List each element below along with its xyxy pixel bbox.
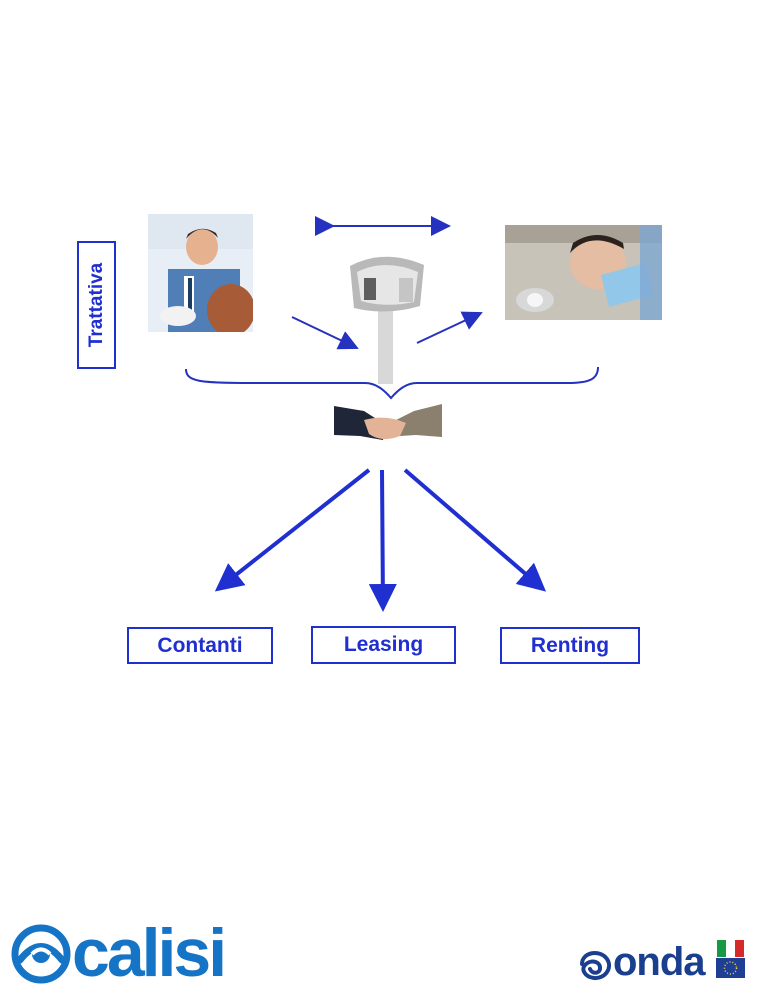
trattativa-label-box: Trattativa (77, 241, 116, 369)
calisi-logo-icon (11, 924, 71, 984)
onda-logo-text: onda (613, 940, 706, 984)
option-contanti-label: Contanti (157, 633, 243, 657)
option-renting: Renting (500, 627, 640, 664)
calisi-logo-text: calisi (72, 915, 227, 991)
eu-flag-icon (716, 958, 745, 978)
arrow-device-to-dentist (416, 311, 483, 344)
dentist-photo (505, 225, 662, 320)
arrow-to-renting (403, 468, 547, 592)
xray-device-photo (334, 248, 439, 384)
option-leasing: Leasing (311, 626, 456, 664)
arrow-salesman-to-device (291, 316, 359, 350)
italy-flag-icon (717, 940, 744, 957)
option-renting-label: Renting (530, 633, 610, 657)
onda-swirl-icon (580, 951, 612, 981)
option-leasing-label: Leasing (343, 633, 424, 656)
arrow-to-leasing (368, 469, 397, 612)
brace-connector (185, 366, 599, 400)
salesman-photo (148, 214, 253, 332)
option-contanti: Contanti (127, 627, 273, 664)
handshake-photo (334, 398, 442, 448)
arrow-to-contanti (214, 468, 371, 592)
